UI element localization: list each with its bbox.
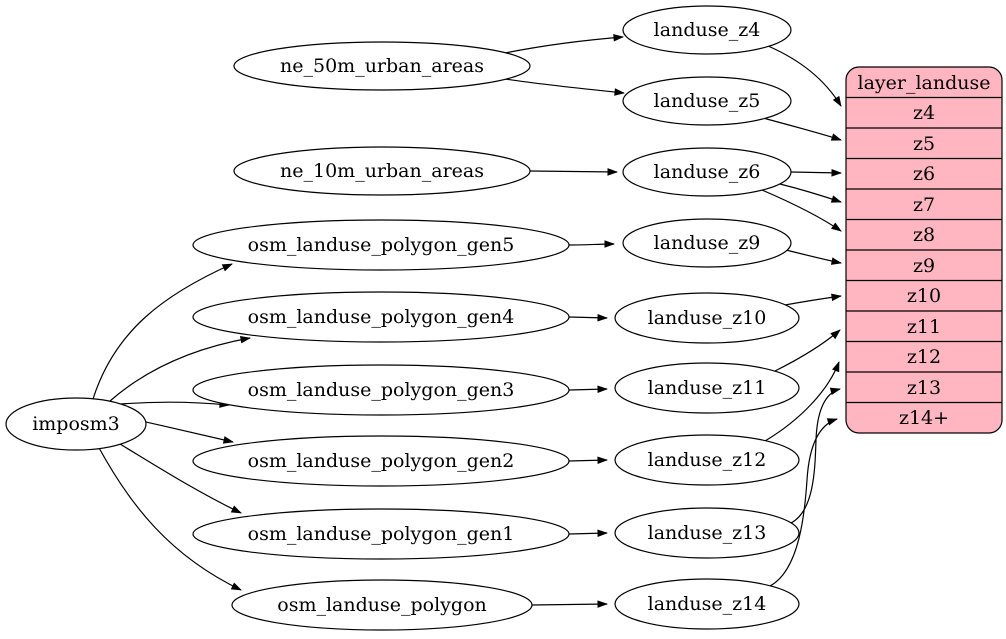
node-ellipse: [5, 397, 147, 451]
table-row-z6: z6: [913, 163, 935, 185]
table-row-z8: z8: [913, 224, 935, 246]
edge-landuse_z12-row_z12: [764, 361, 840, 442]
node-label: osm_landuse_polygon: [277, 594, 487, 616]
edge-landuse_z14-row_z14plus: [769, 418, 838, 587]
node-landuse_z6: landuse_z6: [622, 147, 792, 197]
node-ellipse: [614, 362, 800, 414]
node-label: landuse_z11: [648, 377, 767, 399]
table-layer_landuse: layer_landuse z4 z5 z6 z7 z8 z9 z10 z11 …: [845, 66, 1003, 434]
table-row-z13: z13: [907, 377, 941, 399]
node-label: landuse_z4: [654, 19, 761, 41]
node-label: landuse_z5: [654, 90, 761, 112]
table-row-z10: z10: [907, 285, 941, 307]
node-landuse_z5: landuse_z5: [622, 76, 792, 126]
edge-landuse_z9-row_z9: [785, 249, 842, 265]
table-row-separators: [846, 96, 1002, 404]
node-landuse_z4: landuse_z4: [622, 5, 792, 55]
edge-layer: [92, 33, 842, 608]
node-label: landuse_z9: [654, 232, 761, 254]
edge-osm_landuse_polygon_gen5-landuse_z9: [568, 240, 615, 248]
node-ellipse: [233, 41, 531, 91]
node-landuse_z11: landuse_z11: [614, 362, 800, 414]
node-label: landuse_z10: [648, 307, 767, 329]
edge-osm_landuse_polygon_gen1-landuse_z13: [568, 529, 608, 538]
edge-osm_landuse_polygon_gen4-landuse_z10: [568, 313, 608, 322]
node-ellipse: [233, 146, 531, 196]
node-label: imposm3: [32, 413, 120, 435]
node-ellipse: [192, 508, 570, 560]
edge-imposm3-osm_landuse_polygon_gen3: [120, 400, 230, 408]
node-landuse_z9: landuse_z9: [622, 218, 792, 268]
node-label: ne_50m_urban_areas: [280, 55, 484, 77]
node-label: osm_landuse_polygon_gen4: [248, 306, 515, 328]
edge-imposm3-osm_landuse_polygon: [97, 445, 242, 591]
node-ellipse: [614, 578, 800, 630]
table-row-z9: z9: [913, 255, 935, 277]
edge-landuse_z4-row_z4: [767, 45, 842, 107]
node-label: landuse_z6: [654, 161, 761, 183]
table-row-z4: z4: [913, 102, 935, 124]
edge-landuse_z6-row_z8: [761, 189, 842, 232]
node-label: osm_landuse_polygon_gen3: [248, 379, 515, 401]
node-ellipse: [192, 291, 570, 343]
node-landuse_z14: landuse_z14: [614, 578, 800, 630]
edge-landuse_z6-row_z6: [790, 169, 842, 177]
node-osm_landuse_polygon_gen3: osm_landuse_polygon_gen3: [192, 364, 570, 416]
node-label: landuse_z14: [648, 593, 767, 615]
node-osm_landuse_polygon_gen5: osm_landuse_polygon_gen5: [192, 219, 570, 271]
node-ellipse: [614, 434, 800, 486]
edge-ne_10m_urban_areas-landuse_z6: [529, 168, 618, 176]
edge-landuse_z11-row_z11: [774, 329, 841, 372]
node-label: osm_landuse_polygon_gen5: [248, 234, 515, 256]
node-label: landuse_z13: [648, 522, 767, 544]
node-landuse_z13: landuse_z13: [614, 507, 800, 559]
node-ellipse: [192, 364, 570, 416]
edge-osm_landuse_polygon_gen2-landuse_z12: [568, 456, 608, 465]
node-landuse_z10: landuse_z10: [614, 292, 800, 344]
node-ellipse: [614, 292, 800, 344]
node-label: osm_landuse_polygon_gen1: [248, 523, 515, 545]
node-osm_landuse_polygon_gen1: osm_landuse_polygon_gen1: [192, 508, 570, 560]
node-ne_50m_urban_areas: ne_50m_urban_areas: [233, 41, 531, 91]
node-imposm3: imposm3: [5, 397, 147, 451]
edge-imposm3-osm_landuse_polygon_gen4: [109, 335, 251, 402]
edge-imposm3-osm_landuse_polygon_gen5: [92, 263, 233, 400]
edge-landuse_z10-row_z10: [784, 293, 842, 306]
table-row-z12: z12: [907, 346, 941, 368]
node-osm_landuse_polygon_gen4: osm_landuse_polygon_gen4: [192, 291, 570, 343]
table-title: layer_landuse: [858, 72, 991, 94]
table-row-z5: z5: [913, 133, 935, 155]
node-label: ne_10m_urban_areas: [280, 160, 484, 182]
edge-landuse_z5-row_z5: [762, 117, 842, 141]
node-ellipse: [192, 435, 570, 487]
node-ellipse: [622, 218, 792, 268]
table-row-z14plus: z14+: [899, 407, 949, 429]
edge-osm_landuse_polygon-landuse_z14: [531, 600, 608, 608]
node-ellipse: [231, 579, 533, 631]
node-osm_landuse_polygon: osm_landuse_polygon: [231, 579, 533, 631]
node-ellipse: [622, 5, 792, 55]
table-row-z11: z11: [907, 316, 941, 338]
node-ellipse: [614, 507, 800, 559]
edge-ne_50m_urban_areas-landuse_z4: [504, 33, 624, 54]
node-ellipse: [192, 219, 570, 271]
node-landuse_z12: landuse_z12: [614, 434, 800, 486]
node-osm_landuse_polygon_gen2: osm_landuse_polygon_gen2: [192, 435, 570, 487]
edge-imposm3-osm_landuse_polygon_gen1: [114, 440, 242, 514]
node-ellipse: [622, 76, 792, 126]
edge-ne_50m_urban_areas-landuse_z5: [504, 78, 625, 96]
node-ellipse: [622, 147, 792, 197]
node-ne_10m_urban_areas: ne_10m_urban_areas: [233, 146, 531, 196]
node-label: osm_landuse_polygon_gen2: [248, 450, 515, 472]
node-label: landuse_z12: [648, 449, 767, 471]
edge-osm_landuse_polygon_gen3-landuse_z11: [568, 385, 608, 394]
table-row-z7: z7: [913, 194, 935, 216]
edge-landuse_z6-row_z7: [779, 183, 842, 203]
